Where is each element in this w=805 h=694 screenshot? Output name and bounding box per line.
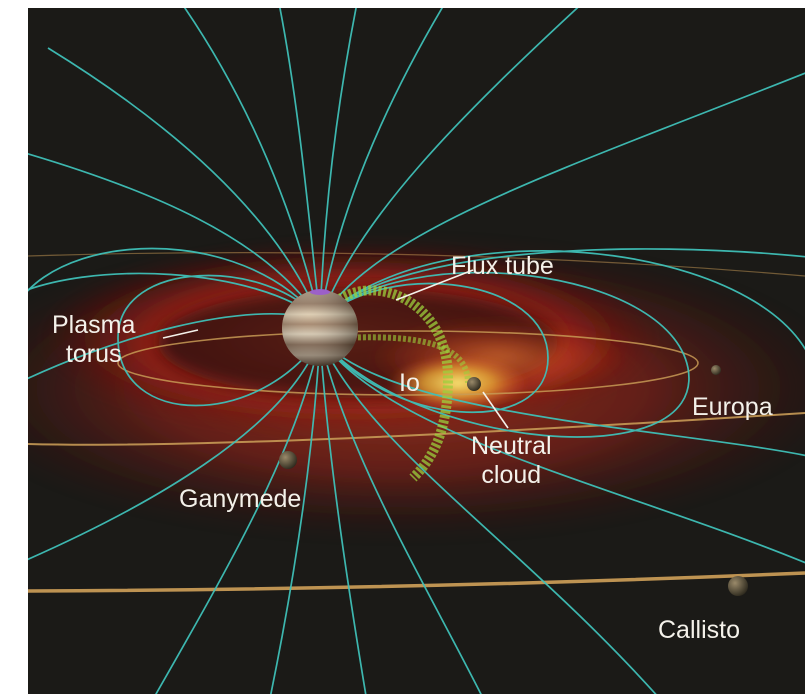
diagram-canvas (28, 8, 805, 694)
callisto-orbit (28, 571, 805, 593)
flux-tube-leader (395, 269, 474, 301)
plasma-torus-label-line2: torus (65, 340, 122, 368)
io-orbit (117, 330, 699, 396)
io-label: Io (399, 369, 420, 397)
plasma-torus-label-line1: Plasma (52, 311, 136, 339)
io-moon (467, 377, 481, 391)
ganymede-label: Ganymede (179, 485, 302, 513)
neutral-cloud (388, 355, 528, 411)
europa-orbit-back (28, 252, 805, 277)
neutral-cloud-label-line2: cloud (481, 461, 542, 489)
jupiter (282, 289, 358, 366)
orbits (28, 252, 805, 593)
europa-label: Europa (692, 393, 773, 421)
flux-tube-label: Flux tube (451, 252, 554, 280)
jupiter-magnetosphere-diagram: Flux tube Plasma torus Io Europa Neutral… (28, 8, 805, 694)
neutral-cloud-leader (482, 391, 509, 429)
europa-moon (711, 365, 721, 375)
callisto-moon (728, 576, 748, 596)
ganymede-moon (279, 451, 297, 469)
neutral-cloud-label-line1: Neutral (471, 432, 552, 460)
neutral-cloud-label: Neutral cloud (471, 432, 552, 490)
plasma-torus-leader (162, 329, 199, 339)
callisto-label: Callisto (658, 616, 740, 644)
leader-lines (162, 269, 509, 429)
plasma-torus-label: Plasma torus (52, 311, 135, 369)
